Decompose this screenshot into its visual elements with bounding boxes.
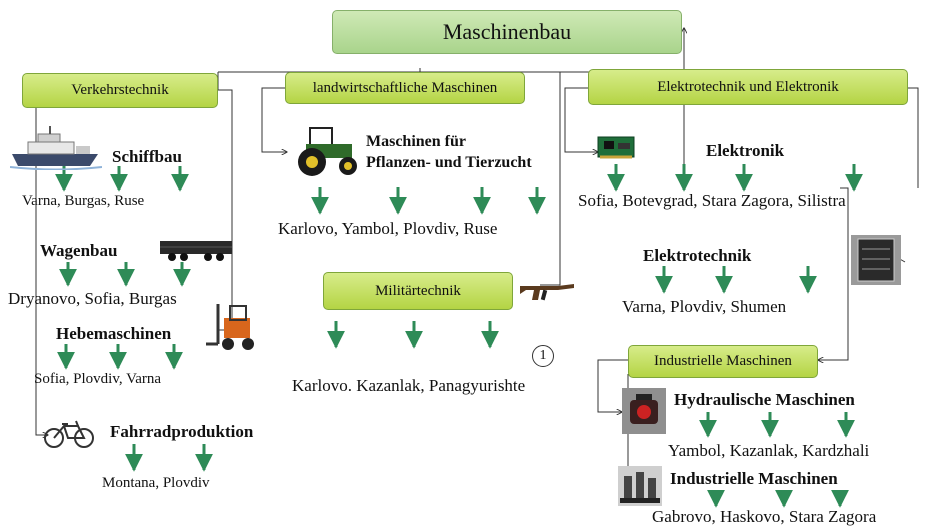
title-label: Maschinenbau [442,19,572,44]
hebemaschinen-label: Hebemaschinen [56,324,172,343]
schiffbau-label: Schiffbau [112,147,182,166]
hydraulic-pump-icon [622,388,666,434]
elektro-label: Elektrotechnik und Elektronik [657,78,839,95]
fahrrad-cities: Montana, Plovdiv [102,475,210,491]
bicycle-icon [44,420,94,448]
marker-label: 1 [539,348,547,363]
verkehrstechnik-box: Verkehrstechnik [22,73,218,108]
tractor-icon [298,127,357,176]
elektro-box: Elektrotechnik und Elektronik [588,69,908,105]
militaer-cities: Karlovo. Kazanlak, Panagyurishte [292,376,526,395]
wagenbau-cities: Dryanovo, Sofia, Burgas [8,289,177,308]
elektrotechnik-cities: Varna, Plovdiv, Shumen [622,297,787,316]
elektronik-cities: Sofia, Botevgrad, Stara Zagora, Silistra [578,191,846,210]
title-box: Maschinenbau [332,10,682,54]
hydraulik-label: Hydraulische Maschinen [674,390,855,409]
hebemaschinen-cities: Sofia, Plovdiv, Varna [34,371,162,387]
marker-circle: 1 [532,345,554,367]
rifle-icon [520,284,574,301]
factory-machine-icon [618,466,662,506]
landwirtschaft-cities: Karlovo, Yambol, Plovdiv, Ruse [278,219,498,238]
freight-wagon-icon [160,241,232,261]
forklift-icon [206,304,254,350]
industrielle-label: Industrielle Maschinen [670,469,838,488]
verkehrstechnik-label: Verkehrstechnik [71,82,169,98]
landwirtschaft-sub-line1: Maschinen für [366,133,466,150]
landwirtschaft-sub-line2: Pflanzen- und Tierzucht [366,154,532,171]
ship-icon [10,126,102,170]
industrie-box: Industrielle Maschinen [628,345,818,378]
militaer-label: Militärtechnik [375,282,461,299]
refrigerator-icon [851,235,901,285]
wagenbau-label: Wagenbau [40,241,118,260]
landwirtschaft-label: landwirtschaftliche Maschinen [312,79,498,96]
schiffbau-cities: Varna, Burgas, Ruse [22,193,145,209]
elektrotechnik-label: Elektrotechnik [643,246,752,265]
hydraulik-cities: Yambol, Kazanlak, Kardzhali [668,441,870,460]
fahrrad-label: Fahrradproduktion [110,422,254,441]
industrielle-cities: Gabrovo, Haskovo, Stara Zagora [652,507,877,526]
landwirtschaft-box: landwirtschaftliche Maschinen [285,72,525,104]
elektronik-label: Elektronik [706,141,785,160]
circuit-board-icon [597,136,635,159]
militaer-box: Militärtechnik [323,272,513,310]
industrie-label: Industrielle Maschinen [654,353,792,369]
